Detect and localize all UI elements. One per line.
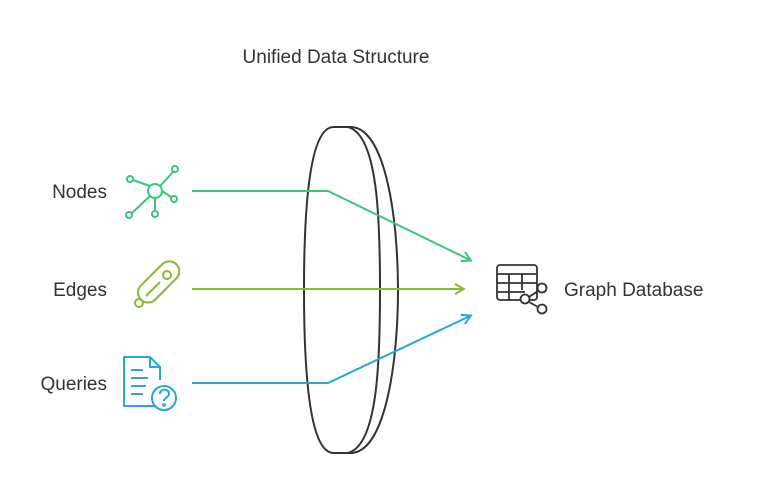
document-question-icon [123,356,177,411]
link-edges-icon [134,260,181,308]
queries-label: Queries [40,374,107,395]
output-label: Graph Database [564,280,703,301]
network-nodes-icon [125,165,179,219]
table-share-icon [496,264,548,315]
nodes-label: Nodes [52,182,107,203]
diagram-title: Unified Data Structure [243,47,430,68]
queries-arrow [192,316,470,384]
edges-label: Edges [53,280,107,301]
nodes-arrow [192,190,470,260]
